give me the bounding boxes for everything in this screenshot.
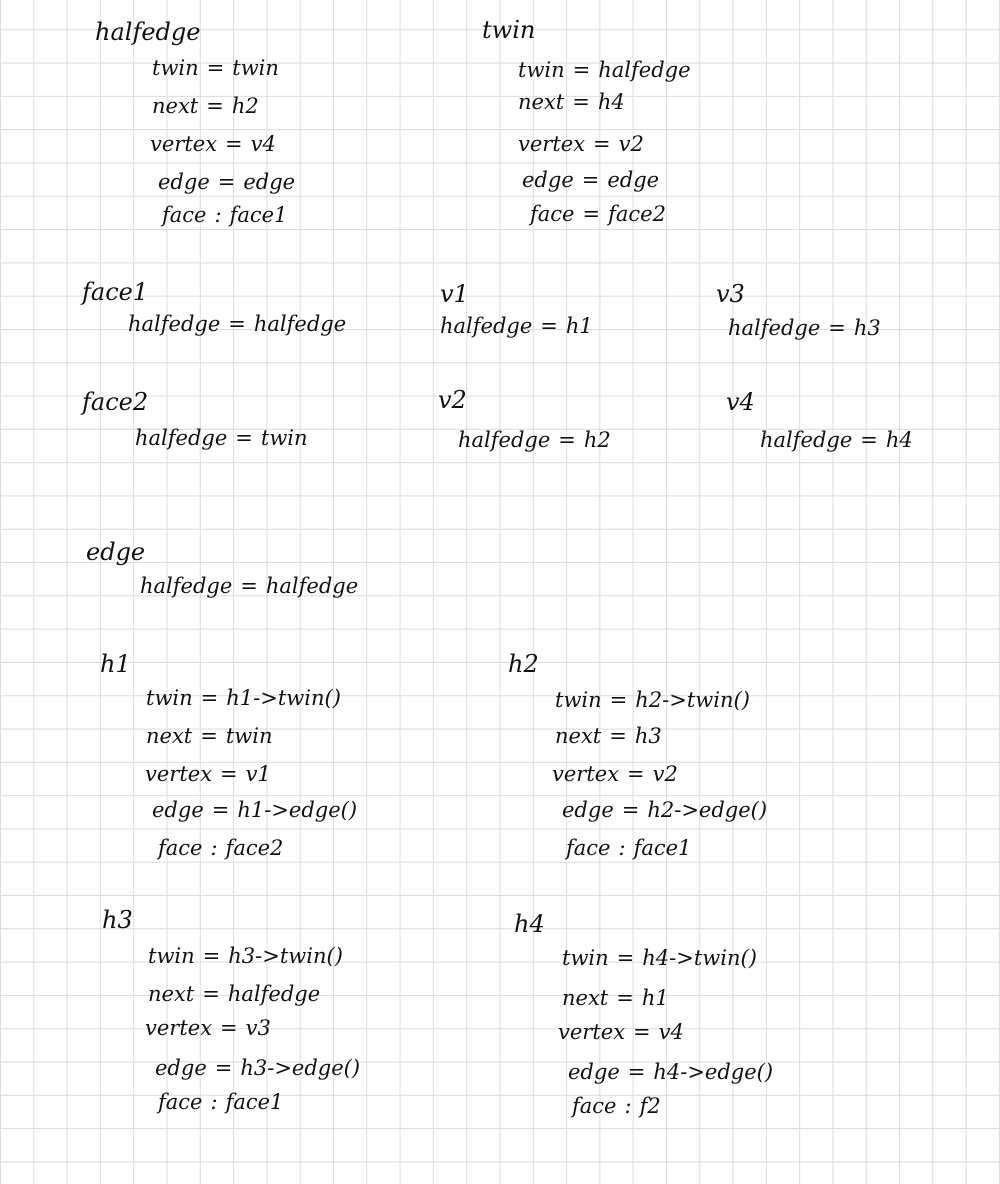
face1-halfedge-row: halfedge=halfedge [128, 312, 347, 336]
v2-title: v2 [438, 386, 467, 414]
h1-twin-row: twin=h1->twin() [146, 686, 341, 710]
face2-title: face2 [82, 388, 149, 416]
h2-vertex-row: vertex=v2 [552, 762, 678, 786]
v3-title: v3 [716, 280, 745, 308]
v2-halfedge-row: halfedge=h2 [458, 428, 611, 452]
twin-title: twin [482, 16, 536, 44]
h4-face-row: face:f2 [572, 1094, 661, 1118]
v1-halfedge-row: halfedge=h1 [440, 314, 593, 338]
h1-next-row: next=twin [146, 724, 273, 748]
twin-twin-row: twin=halfedge [518, 58, 691, 82]
halfedge-vertex-row: vertex=v4 [150, 132, 276, 156]
face1-title: face1 [82, 278, 149, 306]
h3-vertex-row: vertex=v3 [145, 1016, 271, 1040]
h2-next-row: next=h3 [555, 724, 662, 748]
twin-vertex-row: vertex=v2 [518, 132, 644, 156]
h4-next-row: next=h1 [562, 986, 669, 1010]
h4-twin-row: twin=h4->twin() [562, 946, 757, 970]
v4-halfedge-row: halfedge=h4 [760, 428, 913, 452]
h3-edge-row: edge=h3->edge() [155, 1056, 361, 1080]
h1-face-row: face:face2 [158, 836, 284, 860]
h1-vertex-row: vertex=v1 [145, 762, 271, 786]
halfedge-face-row: face:face1 [162, 203, 288, 227]
face2-halfedge-row: halfedge=twin [135, 426, 308, 450]
h4-title: h4 [514, 910, 545, 938]
edge-title: edge [86, 538, 146, 566]
h2-title: h2 [508, 650, 539, 678]
twin-edge-row: edge=edge [522, 168, 660, 192]
h4-vertex-row: vertex=v4 [558, 1020, 684, 1044]
v1-title: v1 [440, 280, 469, 308]
h4-edge-row: edge=h4->edge() [568, 1060, 774, 1084]
halfedge-edge-row: edge=edge [158, 170, 296, 194]
twin-next-row: next=h4 [518, 90, 625, 114]
halfedge-title: halfedge [95, 18, 201, 46]
halfedge-twin-row: twin=twin [152, 56, 279, 80]
h3-title: h3 [102, 906, 133, 934]
h2-edge-row: edge=h2->edge() [562, 798, 768, 822]
h1-title: h1 [100, 650, 131, 678]
h3-next-row: next=halfedge [148, 982, 321, 1006]
h2-twin-row: twin=h2->twin() [555, 688, 750, 712]
h3-twin-row: twin=h3->twin() [148, 944, 343, 968]
halfedge-next-row: next=h2 [152, 94, 259, 118]
h2-face-row: face:face1 [566, 836, 692, 860]
edge-halfedge-row: halfedge=halfedge [140, 574, 359, 598]
twin-face-row: face=face2 [530, 202, 666, 226]
h3-face-row: face:face1 [158, 1090, 284, 1114]
v3-halfedge-row: halfedge=h3 [728, 316, 881, 340]
v4-title: v4 [726, 388, 755, 416]
h1-edge-row: edge=h1->edge() [152, 798, 358, 822]
